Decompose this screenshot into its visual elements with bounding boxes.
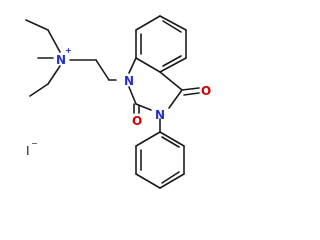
phenyl-bonds <box>135 131 185 189</box>
bond-ph-1 <box>159 131 185 147</box>
o4-label: O <box>201 84 211 98</box>
bond-ph-3 <box>159 173 185 189</box>
bond-c4-o4-b <box>183 92 200 96</box>
side-chain-bonds <box>25 19 117 97</box>
bond-linker <box>95 59 110 81</box>
ammonium-charge-label: + <box>65 46 72 55</box>
ammonium-nitrogen-label: N <box>56 53 66 67</box>
bond-n-ethyl2 <box>47 65 61 85</box>
bond-c7-c6 <box>159 15 187 31</box>
bond-n-ethyl1 <box>47 29 61 53</box>
bond-arom-3 <box>162 55 182 67</box>
bond-n1-c2 <box>128 86 137 105</box>
n1-label: N <box>124 74 134 88</box>
bond-c4-c4a <box>159 71 183 91</box>
molecule-structure: N + N N O O I − <box>25 15 211 189</box>
bond-c2-n3 <box>135 103 152 111</box>
bond-arom-2 <box>162 20 182 33</box>
bond-c4-o4-a <box>181 87 200 91</box>
bond-c4a-c8a <box>135 57 161 73</box>
bond-c5-c4a <box>159 57 187 73</box>
structure-canvas: N + N N O O I − <box>25 15 211 189</box>
n3-label: N <box>155 108 165 122</box>
bond-c8-c7 <box>135 15 161 31</box>
bond-c8a-n1 <box>128 57 137 74</box>
o2-label: O <box>132 114 142 128</box>
core-bonds <box>128 15 200 133</box>
bond-ethyl1-ch3 <box>25 19 49 31</box>
bond-ph-arom-1 <box>161 136 180 148</box>
iodide-label: I <box>26 144 30 158</box>
bond-ph-6 <box>135 131 161 147</box>
bond-n3-c4 <box>168 89 183 109</box>
bond-ph-arom-2 <box>161 171 180 184</box>
bond-ph-4 <box>135 173 161 189</box>
bond-ethyl2-ch3 <box>29 83 49 97</box>
iodide-charge-label: − <box>31 139 38 148</box>
